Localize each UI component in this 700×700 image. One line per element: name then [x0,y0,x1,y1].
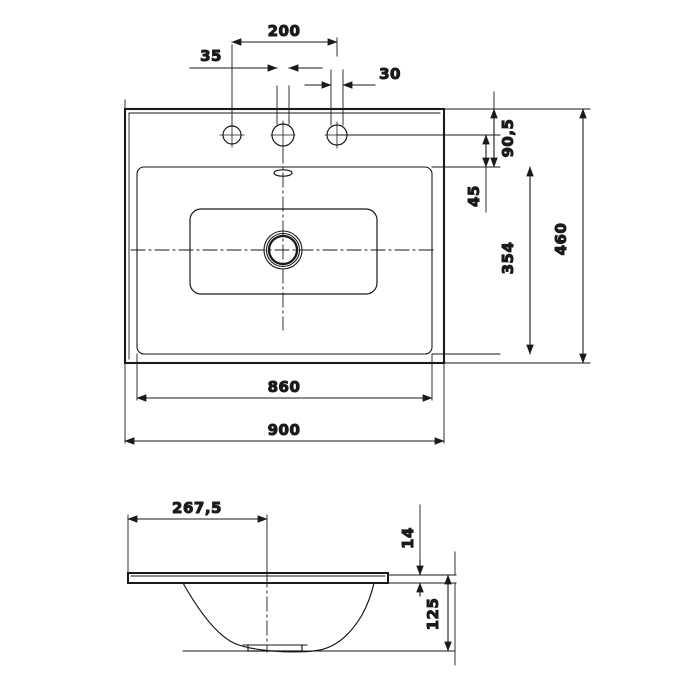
tap-hole-left [219,122,245,148]
dim-267-5-label: 267,5 [172,499,222,517]
dim-30-label: 30 [379,65,401,83]
section-view-bowl [182,582,375,653]
tap-hole-center [270,120,296,150]
dim-900-label: 900 [268,421,301,439]
dim-14-label: 14 [399,527,417,549]
dim-90-5-label: 90,5 [499,118,517,157]
dim-125-label: 125 [424,598,442,631]
dim-200-label: 200 [268,22,301,40]
bottom-extension-lines [124,353,445,444]
dim-35-label: 35 [200,47,222,65]
section-extension-lines [127,504,456,666]
dim-354-label: 354 [499,242,517,275]
dim-45-label: 45 [465,185,483,207]
right-extension-lines [336,108,591,364]
bowl-outline [189,208,378,295]
section-view-rim [127,572,457,584]
dim-460-label: 460 [552,223,570,256]
top-view-outline [123,107,446,365]
tap-holes-group [219,120,350,150]
center-lines [130,148,437,331]
dim-860-label: 860 [268,378,301,396]
